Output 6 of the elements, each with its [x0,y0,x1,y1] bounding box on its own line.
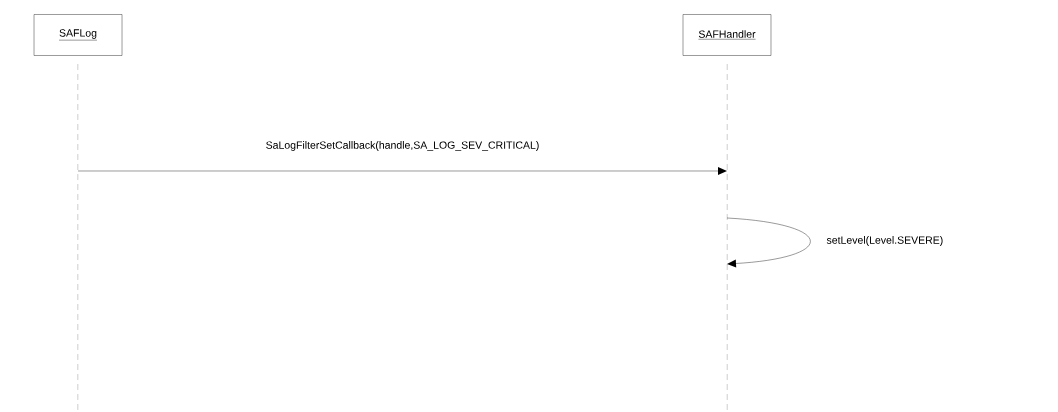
message-label: setLevel(Level.SEVERE) [826,236,943,246]
message-label: SaLogFilterSetCallback(handle,SA_LOG_SEV_CRITICAL) [266,141,539,151]
self-message-arrow [726,217,811,268]
object-box: SAFLog [33,14,123,56]
message-arrow [77,167,727,175]
object-box: SAFHandler [682,14,772,56]
